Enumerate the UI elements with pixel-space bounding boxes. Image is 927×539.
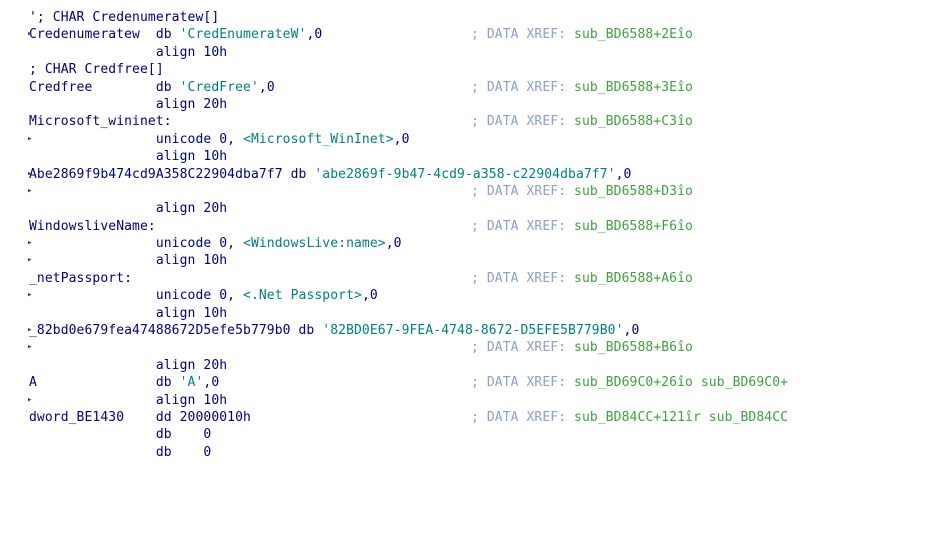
listing-code[interactable]: align 10h — [29, 149, 228, 165]
xref-arrow-icon: ▸ — [27, 238, 33, 249]
listing-line[interactable]: ▸ align 10h — [0, 392, 927, 409]
listing-code[interactable]: align 10h — [29, 253, 228, 269]
listing-code[interactable]: Credenumeratew db 'CredEnumerateW',0 — [29, 27, 323, 43]
listing-line[interactable]: align 20h — [0, 96, 927, 113]
listing-code[interactable]: Microsoft_wininet: — [29, 114, 172, 130]
xref-comment[interactable]: ; DATA XREF: sub_BD6588+2Eîo — [471, 27, 693, 43]
listing-code[interactable]: _netPassport: — [29, 270, 133, 286]
listing-code[interactable]: Abe2869f9b474cd9A358C22904dba7f7 db 'abe… — [29, 166, 632, 182]
xref-comment[interactable]: ; DATA XREF: sub_BD6588+A6îo — [471, 270, 693, 286]
listing-code[interactable]: align 20h — [29, 357, 228, 373]
listing-line[interactable]: ▸ unicode 0, <.Net Passport>,0 — [0, 287, 927, 304]
listing-line[interactable]: db 0 — [0, 444, 927, 461]
listing-code[interactable]: unicode 0, <WindowsLive:name>,0 — [29, 236, 402, 252]
listing-line[interactable]: Credfree db 'CredFree',0 ; DATA XREF: sub… — [0, 79, 927, 96]
listing-line[interactable]: ; CHAR Credfree[] — [0, 61, 927, 78]
listing-line[interactable]: align 10h — [0, 305, 927, 322]
listing-line[interactable]: ▸ align 10h — [0, 252, 927, 269]
listing-code[interactable]: align 20h — [29, 96, 228, 112]
listing-code[interactable]: db 0 — [29, 444, 212, 460]
xref-arrow-icon: ▸ — [27, 325, 33, 336]
listing-line[interactable]: _netPassport: ; DATA XREF: sub_BD6588+A6î… — [0, 270, 927, 287]
listing-line[interactable]: '; CHAR Credenumeratew[] — [0, 9, 927, 26]
listing-line[interactable]: ▸ unicode 0, <Microsoft_WinInet>,0 — [0, 131, 927, 148]
listing-line[interactable]: align 20h — [0, 357, 927, 374]
listing-code[interactable]: db 0 — [29, 427, 212, 443]
xref-comment[interactable]: ; DATA XREF: sub_BD69C0+26îo sub_BD69C0+ — [471, 375, 789, 391]
xref-comment[interactable]: ; DATA XREF: sub_BD6588+B6îo — [471, 340, 693, 356]
listing-code[interactable]: align 10h — [29, 44, 228, 60]
listing-line[interactable]: ▸ ; DATA XREF: sub_BD6588+B6îo — [0, 339, 927, 356]
listing-line[interactable]: ▸ ; DATA XREF: sub_BD6588+D3îo — [0, 183, 927, 200]
xref-comment[interactable]: ; DATA XREF: sub_BD84CC+121îr sub_BD84CC — [471, 409, 789, 425]
xref-arrow-icon: ▸ — [27, 342, 33, 353]
xref-arrow-icon: ▸ — [27, 255, 33, 266]
listing-line[interactable]: align 20h — [0, 200, 927, 217]
listing-code[interactable]: align 10h — [29, 392, 228, 408]
listing-line[interactable]: db 0 — [0, 426, 927, 443]
xref-arrow-icon: ▸ — [27, 168, 33, 179]
listing-code[interactable]: align 20h — [29, 201, 228, 217]
listing-code[interactable]: Credfree db 'CredFree',0 — [29, 79, 275, 95]
listing-line[interactable]: ▸Abe2869f9b474cd9A358C22904dba7f7 db 'ab… — [0, 166, 927, 183]
listing-code[interactable]: unicode 0, <.Net Passport>,0 — [29, 288, 378, 304]
xref-comment[interactable]: ; DATA XREF: sub_BD6588+C3îo — [471, 114, 693, 130]
listing-code[interactable]: dword_BE1430 dd 20000010h — [29, 409, 251, 425]
xref-comment[interactable]: ; DATA XREF: sub_BD6588+D3îo — [471, 183, 693, 199]
xref-comment[interactable]: ; DATA XREF: sub_BD6588+3Eîo — [471, 79, 693, 95]
listing-line[interactable]: ▸ unicode 0, <WindowsLive:name>,0 — [0, 235, 927, 252]
listing-line[interactable]: WindowsliveName: ; DATA XREF: sub_BD6588+… — [0, 218, 927, 235]
listing-line[interactable]: dword_BE1430 dd 20000010h ; DATA XREF: su… — [0, 409, 927, 426]
listing-code[interactable]: align 10h — [29, 305, 228, 321]
xref-arrow-icon: ▸ — [27, 394, 33, 405]
listing-line[interactable]: A db 'A',0 ; DATA XREF: sub_BD69C0+26îo s… — [0, 374, 927, 391]
listing-code[interactable]: ; CHAR Credfree[] — [29, 62, 164, 78]
listing-code[interactable]: unicode 0, <Microsoft_WinInet>,0 — [29, 131, 410, 147]
listing-code[interactable]: WindowsliveName: — [29, 218, 156, 234]
listing-code[interactable]: '; CHAR Credenumeratew[] — [29, 10, 220, 25]
listing-code[interactable]: A db 'A',0 — [29, 375, 220, 391]
listing-code[interactable]: _82bd0e679fea47488672D5efe5b779b0 db '82… — [29, 323, 640, 339]
listing-line[interactable]: ▸Credenumeratew db 'CredEnumerateW',0 ; D… — [0, 26, 927, 43]
listing-line[interactable]: ▸_82bd0e679fea47488672D5efe5b779b0 db '8… — [0, 322, 927, 339]
xref-arrow-icon: ▸ — [27, 133, 33, 144]
xref-comment[interactable]: ; DATA XREF: sub_BD6588+F6îo — [471, 218, 693, 234]
xref-arrow-icon: ▸ — [27, 29, 33, 40]
listing-line[interactable]: align 10h — [0, 148, 927, 165]
xref-arrow-icon: ▸ — [27, 290, 33, 301]
listing-line[interactable]: align 10h — [0, 44, 927, 61]
listing-line[interactable]: Microsoft_wininet: ; DATA XREF: sub_BD658… — [0, 113, 927, 130]
xref-arrow-icon: ▸ — [27, 185, 33, 196]
